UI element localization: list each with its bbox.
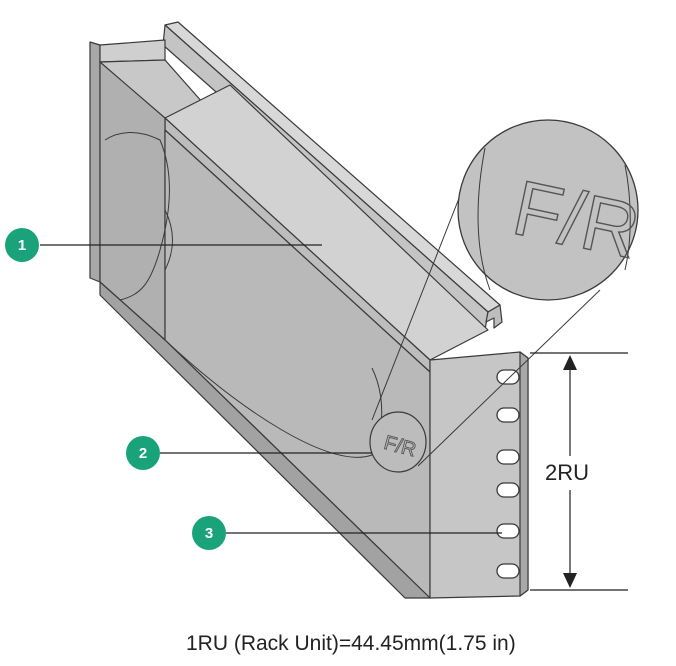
dimension-label: 2RU (545, 460, 589, 485)
callout-3: 3 (192, 516, 502, 550)
callout-1: 1 (5, 228, 322, 262)
bracket-back (89, 39, 166, 283)
fr-marking-small: F/R (369, 411, 427, 473)
mounting-flange (429, 351, 529, 599)
magnifier-leaders (371, 187, 601, 467)
callout-3-number: 3 (205, 525, 213, 542)
mounting-hole (496, 563, 520, 579)
mounting-hole (496, 523, 520, 539)
mounting-hole (496, 449, 520, 465)
callout-1-number: 1 (18, 237, 26, 254)
callout-2-number: 2 (139, 445, 147, 462)
mounting-hole (496, 482, 520, 498)
bracket-body (99, 59, 489, 599)
fr-marking-magnified: F/R (457, 119, 648, 301)
callout-2: 2 (126, 436, 372, 470)
mounting-hole (496, 407, 520, 423)
caption: 1RU (Rack Unit)=44.45mm(1.75 in) (186, 632, 516, 655)
mounting-holes (496, 369, 520, 579)
dimension-2ru (530, 352, 628, 591)
